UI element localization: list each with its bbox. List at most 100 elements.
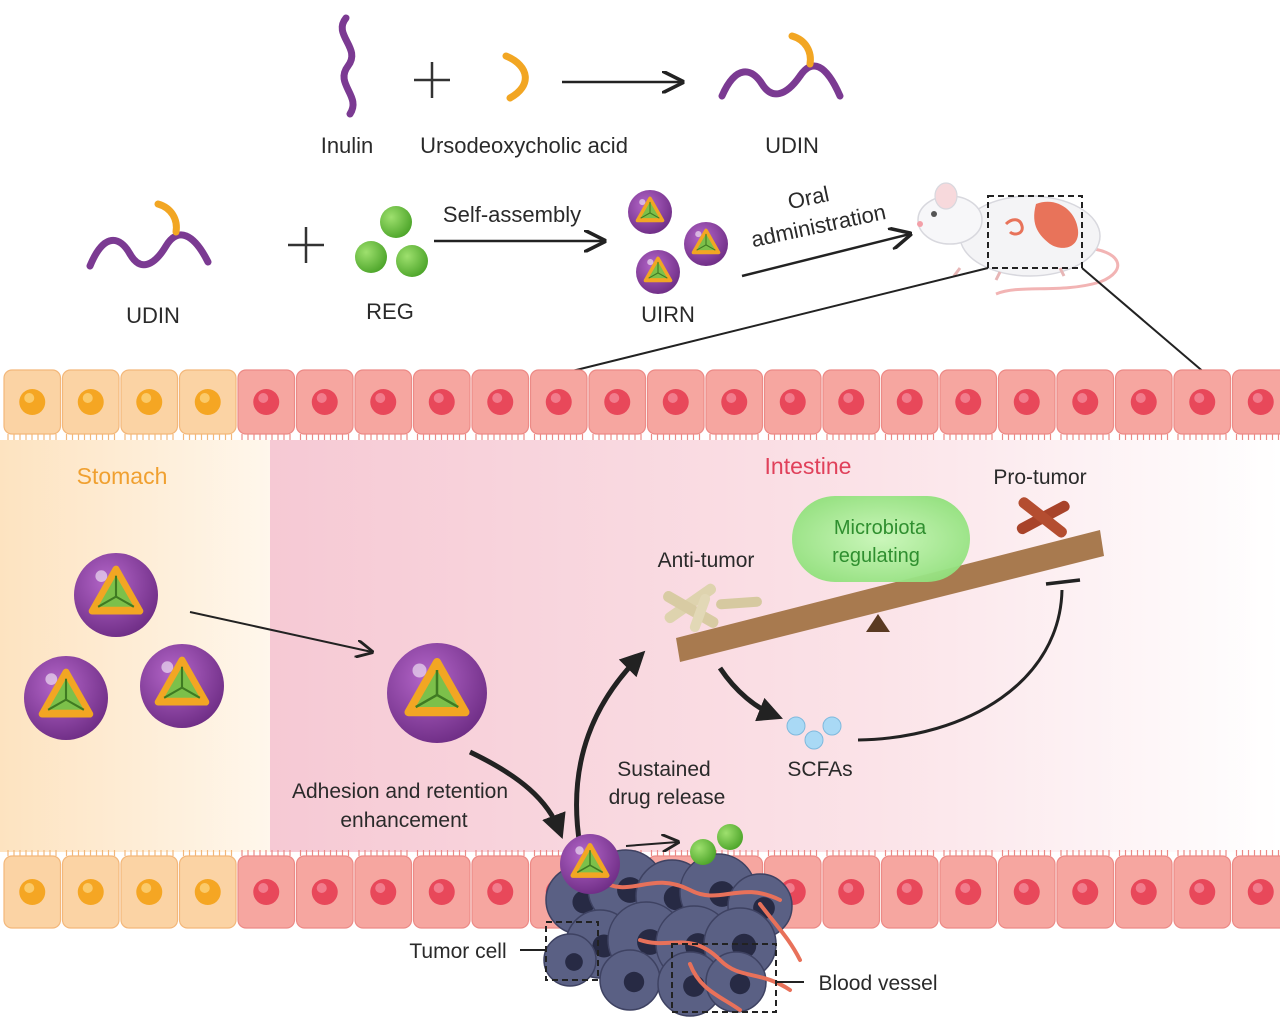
anti-tumor-label: Anti-tumor <box>658 549 755 572</box>
intestine-cell <box>237 850 296 929</box>
intestine-cell <box>939 369 998 440</box>
inhibition-bar <box>1045 578 1081 586</box>
intestine-cell <box>412 850 471 929</box>
intestine-cell <box>1173 850 1232 929</box>
uirn-particle <box>628 190 672 234</box>
intestine-cell <box>646 369 705 440</box>
drug-release-label: drug release <box>609 786 726 809</box>
intestine-cell <box>705 369 764 440</box>
intestine-cell <box>822 369 881 440</box>
uirn-particle <box>140 644 224 728</box>
blood-vessel <box>688 962 742 1012</box>
uirn-particle <box>74 553 158 637</box>
intestine-cell <box>1173 369 1232 440</box>
uirn-particle <box>387 643 487 743</box>
stomach-cell <box>120 850 179 929</box>
intestine-cell <box>822 850 881 929</box>
intestine-cell <box>354 850 413 929</box>
transit-arrow <box>189 611 372 652</box>
intestine-cell <box>412 369 471 440</box>
plus-sign-middle <box>288 227 324 263</box>
intestine-cell <box>1231 850 1280 929</box>
blood-vessel <box>598 878 782 902</box>
stomach-cell <box>61 369 120 440</box>
udin-molecule <box>86 200 212 270</box>
tumor-cell <box>543 933 597 987</box>
ursodeoxycholic-acid-molecule <box>502 52 529 102</box>
self-assembly-label: Self-assembly <box>443 202 581 227</box>
zoom-line-left <box>559 267 989 375</box>
intestine-cell <box>237 369 296 440</box>
inulin-label: Inulin <box>321 133 374 158</box>
uirn-label: UIRN <box>641 302 695 327</box>
intestine-cell <box>588 369 647 440</box>
intestine-cell <box>1056 369 1115 440</box>
intestine-cell <box>880 850 939 929</box>
blood-vessel <box>638 938 792 992</box>
uirn-particle <box>636 250 680 294</box>
blood-vessel-label: Blood vessel <box>818 972 937 995</box>
stomach-cell <box>61 850 120 929</box>
intestine-cell <box>1231 369 1280 440</box>
tumor-cell <box>657 951 723 1017</box>
regulating-label: regulating <box>832 545 920 567</box>
uirn-nanoparticles <box>628 190 728 294</box>
intestine-label: Intestine <box>765 453 852 479</box>
released-reg-particles <box>690 824 743 865</box>
udin-top-label: UDIN <box>765 133 819 158</box>
intestine-cell <box>354 369 413 440</box>
intestine-cell <box>880 369 939 440</box>
stomach-lumen <box>0 440 272 852</box>
udin-molecule-top <box>718 32 844 100</box>
reg-particles <box>355 206 428 277</box>
intestine-cell <box>1114 850 1173 929</box>
scfa-molecules <box>786 716 842 750</box>
pro-tumor-bacteria <box>1016 497 1070 538</box>
inulin-molecule <box>338 14 357 118</box>
microbiota-bubble <box>792 496 970 582</box>
blood-vessel <box>758 902 802 962</box>
uirn-particle <box>560 834 620 894</box>
sustained-release-arrow <box>574 650 646 847</box>
uirn-particle <box>684 222 728 266</box>
stomach-cell <box>120 369 179 440</box>
intestine-cell <box>997 369 1056 440</box>
stomach-label: Stomach <box>77 463 168 489</box>
uirn-particles-stomach <box>24 553 224 740</box>
tumor-cell <box>599 949 661 1011</box>
anti-tumor-bacteria <box>662 583 762 633</box>
scfa-inhibition-arrow <box>857 589 1064 742</box>
intestine-cell <box>1114 369 1173 440</box>
epithelium-top <box>3 369 1280 440</box>
stomach-cell <box>3 850 62 929</box>
intestine-cell <box>939 850 998 929</box>
stomach-cell <box>178 850 237 929</box>
mouse-illustration <box>917 182 1120 296</box>
stomach-cell <box>3 369 62 440</box>
scfa-production-arrow <box>717 666 783 722</box>
intestine-cell <box>763 369 822 440</box>
microbiota-label: Microbiota <box>834 517 927 539</box>
plus-sign-top <box>414 62 450 98</box>
stomach-cell <box>178 369 237 440</box>
intestine-cell <box>295 369 354 440</box>
microbiota-seesaw <box>676 530 1104 662</box>
oral-label: Oral <box>786 181 832 214</box>
oral-administration-arrow <box>741 234 910 278</box>
zoom-line-right <box>1081 267 1207 375</box>
udca-label: Ursodeoxycholic acid <box>420 133 628 158</box>
intestine-cell <box>471 850 530 929</box>
intestine-cell <box>1056 850 1115 929</box>
intestine-cell <box>295 850 354 929</box>
enhancement-label: enhancement <box>340 809 467 832</box>
uirn-particle-intestine <box>387 643 487 743</box>
uirn-particle-adhered <box>560 834 620 894</box>
tumor-mass <box>543 849 802 1017</box>
intestine-cell <box>997 850 1056 929</box>
intestine-cell <box>529 369 588 440</box>
adhesion-label: Adhesion and retention <box>292 780 508 803</box>
udin-label: UDIN <box>126 303 180 328</box>
blood-vessel-box <box>671 943 777 1013</box>
tumor-cell-label: Tumor cell <box>409 940 506 963</box>
